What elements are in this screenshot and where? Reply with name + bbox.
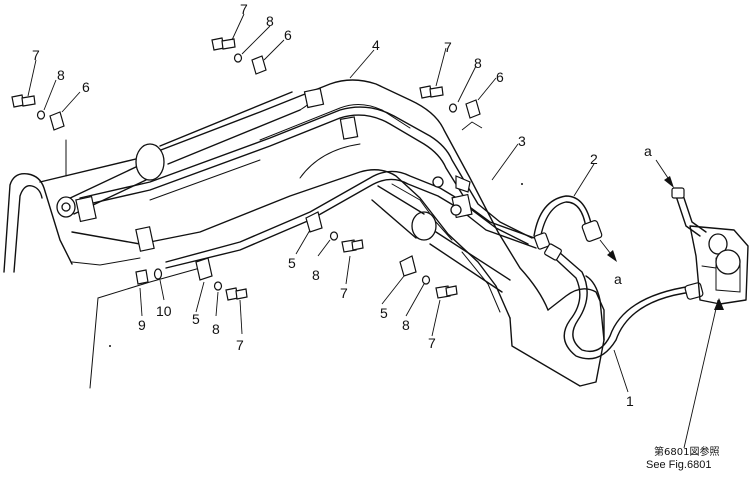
callout-4: 4 [372, 37, 380, 53]
callout-8: 8 [266, 13, 274, 29]
hardware-group-top [211, 37, 267, 75]
leader-lines [27, 13, 719, 449]
callout-8: 8 [57, 67, 65, 83]
callout-8: 8 [474, 55, 482, 71]
control-valve [671, 187, 749, 305]
callout-1: 1 [626, 393, 634, 409]
hydraulic-tube-4 [79, 106, 533, 245]
hardware-group-mid-top [419, 85, 481, 119]
callout-6: 6 [496, 69, 504, 85]
callout-8: 8 [312, 267, 320, 283]
callout-numbers: 7 8 6 7 8 6 4 7 8 6 3 2 5 8 7 5 8 7 9 10… [32, 1, 652, 409]
boom-body [39, 79, 605, 387]
figure-reference[interactable]: 第6801図参照 See Fig.6801 [646, 445, 719, 471]
hardware-group-lower-left [135, 257, 248, 301]
callout-9: 9 [138, 317, 146, 333]
callout-10: 10 [156, 303, 172, 319]
hydraulic-tube-3 [165, 170, 541, 269]
frame-outline [3, 139, 201, 389]
figure-reference-japanese: 第6801図参照 [654, 445, 719, 458]
callout-2: 2 [590, 151, 598, 167]
callout-6: 6 [284, 27, 292, 43]
callout-7: 7 [428, 335, 436, 351]
callout-7: 7 [240, 1, 248, 17]
connection-arrows [599, 159, 724, 310]
callout-5: 5 [288, 255, 296, 271]
callout-7: 7 [236, 337, 244, 353]
callout-5: 5 [192, 311, 200, 327]
hardware-group-lower-center [399, 255, 458, 299]
callout-5: 5 [380, 305, 388, 321]
hardware-group-left [11, 94, 65, 131]
figure-reference-english[interactable]: See Fig.6801 [646, 459, 711, 471]
callout-7: 7 [340, 285, 348, 301]
callout-8: 8 [212, 321, 220, 337]
tube-clamps [75, 87, 473, 252]
stray-dot [109, 345, 111, 347]
callout-3: 3 [518, 133, 526, 149]
hose-1 [544, 243, 704, 360]
callout-8: 8 [402, 317, 410, 333]
stray-dot [521, 183, 523, 185]
boom-cylinder [56, 91, 321, 218]
arm-cylinder [371, 185, 511, 293]
marker-a-mid: a [614, 271, 622, 287]
callout-7: 7 [444, 39, 452, 55]
hose-2 [533, 195, 603, 250]
marker-a-top: a [644, 143, 652, 159]
hardware-group-center [305, 211, 364, 253]
callout-6: 6 [82, 79, 90, 95]
callout-7: 7 [32, 47, 40, 63]
